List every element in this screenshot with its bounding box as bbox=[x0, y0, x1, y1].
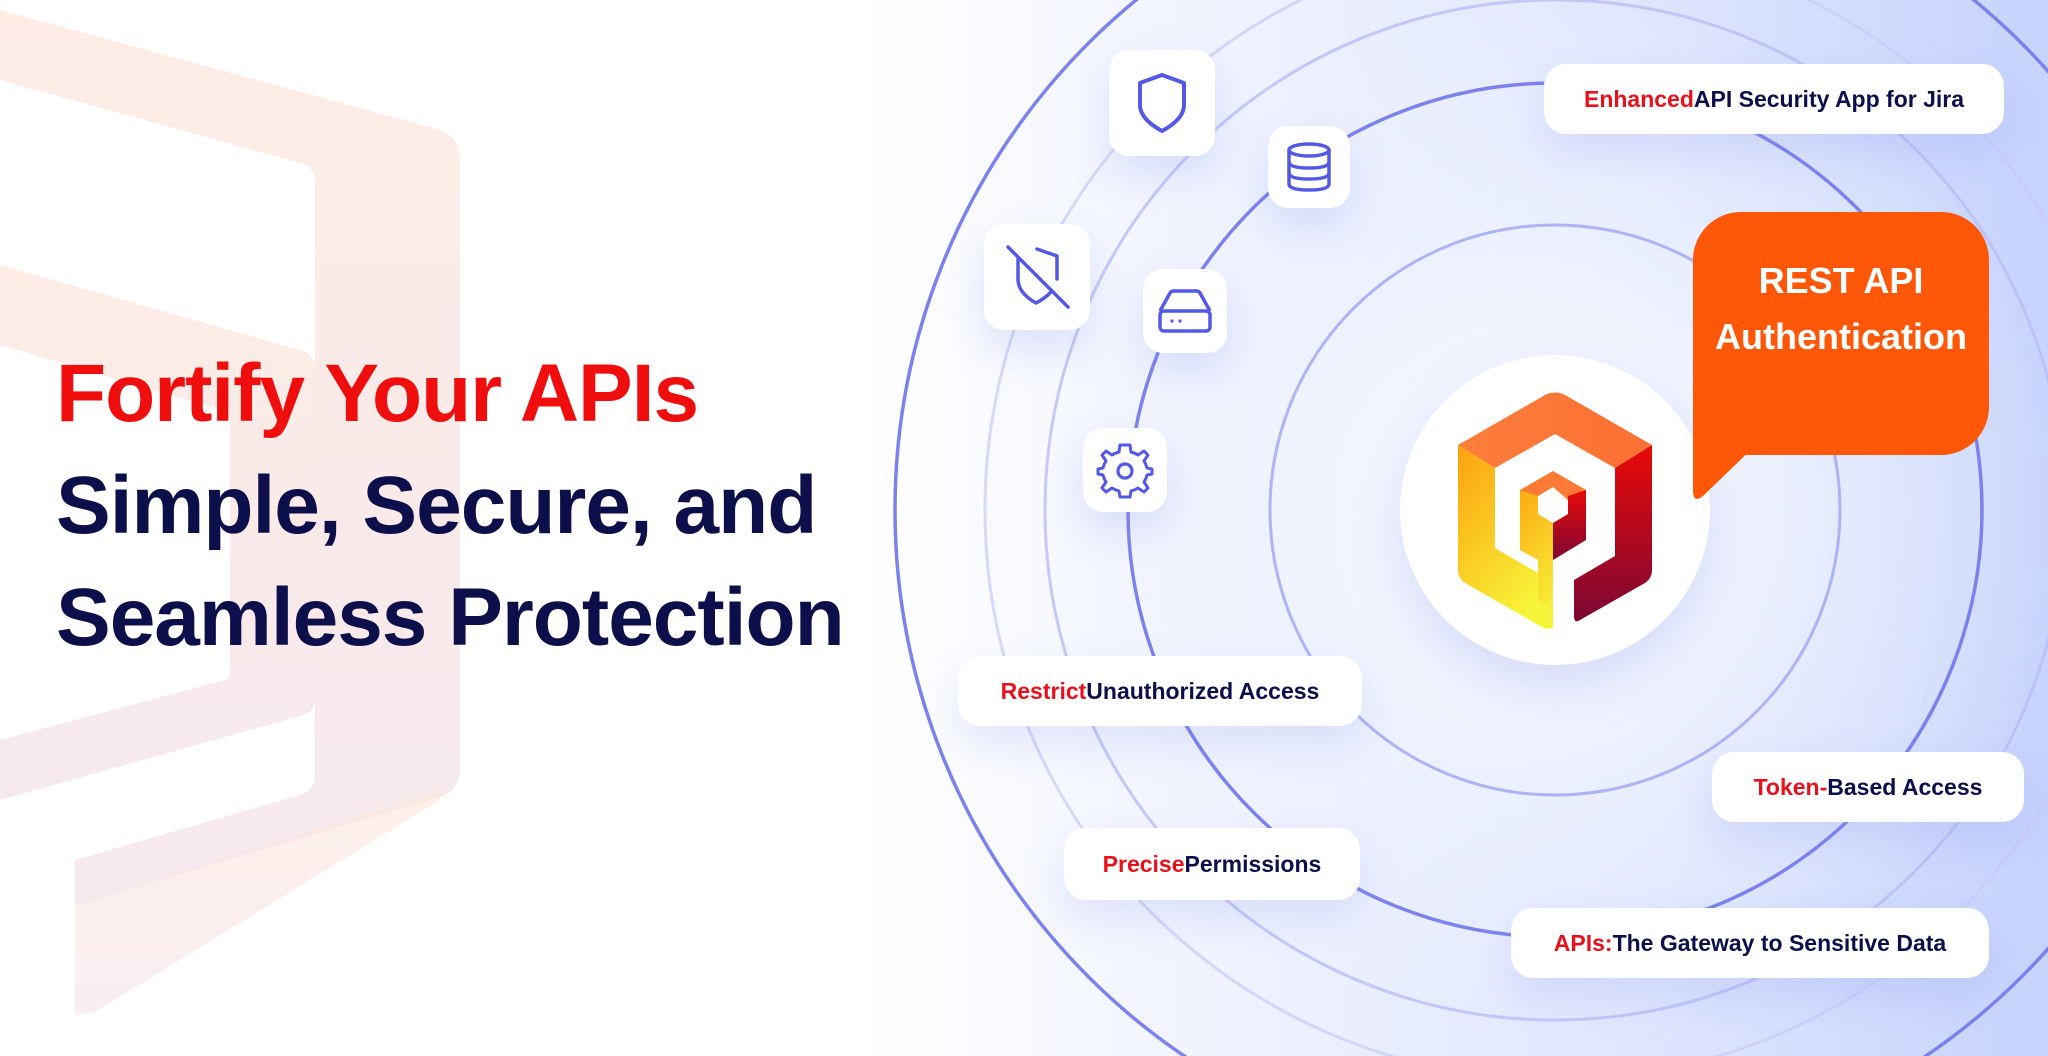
server-drive-icon bbox=[1158, 289, 1212, 333]
pill-highlight: Token- bbox=[1753, 773, 1828, 800]
shield-off-icon bbox=[1006, 245, 1070, 309]
database-tile bbox=[1268, 126, 1350, 208]
brand-logo-icon bbox=[1458, 392, 1652, 629]
decorative-chevron-shapes bbox=[0, 10, 460, 1015]
gear-icon bbox=[1096, 443, 1154, 499]
pill-text: API Security App for Jira bbox=[1693, 85, 1965, 112]
pill-apis-gateway: APIs: The Gateway to Sensitive Data bbox=[1511, 908, 1989, 978]
pill-precise-permissions: Precise Permissions bbox=[1064, 828, 1360, 900]
bubble-line-1: REST API bbox=[1758, 259, 1924, 301]
bubble-line-2: Authentication bbox=[1715, 315, 1967, 357]
server-drive-tile bbox=[1143, 269, 1227, 353]
pill-text: Based Access bbox=[1827, 773, 1983, 800]
pill-highlight: Precise bbox=[1102, 850, 1185, 877]
shield-icon bbox=[1138, 73, 1186, 133]
shield-off-tile bbox=[984, 224, 1090, 330]
headline-line-3: Seamless Protection bbox=[56, 572, 845, 663]
bubble-tail bbox=[1693, 440, 1761, 499]
pill-text: The Gateway to Sensitive Data bbox=[1612, 929, 1947, 956]
shield-tile bbox=[1109, 50, 1215, 156]
pill-enhanced-api-security: Enhanced API Security App for Jira bbox=[1544, 64, 2004, 134]
headline-line-2: Simple, Secure, and bbox=[56, 460, 817, 551]
rest-api-authentication-bubble: REST API Authentication bbox=[1693, 212, 1989, 455]
pill-restrict-unauthorized-access: Restrict Unauthorized Access bbox=[958, 656, 1362, 726]
headline: Fortify Your APIs Simple, Secure, and Se… bbox=[56, 338, 845, 674]
gear-tile bbox=[1083, 428, 1167, 512]
pill-highlight: Enhanced bbox=[1583, 85, 1694, 112]
pill-token-based-access: Token-Based Access bbox=[1712, 752, 2024, 822]
database-icon bbox=[1287, 142, 1331, 192]
pill-highlight: APIs: bbox=[1553, 929, 1613, 956]
pill-text: Permissions bbox=[1184, 850, 1322, 877]
pill-highlight: Restrict bbox=[1000, 677, 1087, 704]
pill-text: Unauthorized Access bbox=[1086, 677, 1320, 704]
headline-line-1: Fortify Your APIs bbox=[56, 348, 699, 439]
